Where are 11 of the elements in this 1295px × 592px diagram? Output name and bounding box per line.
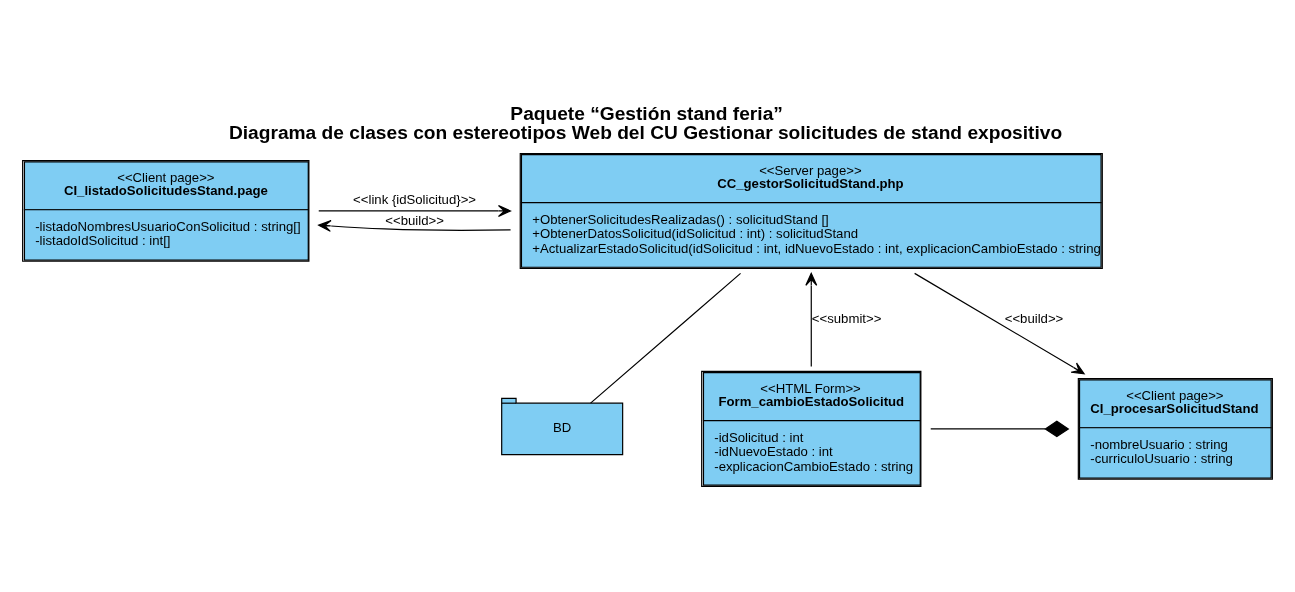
arrow <box>318 205 512 217</box>
edge-label: <<build>> <box>385 213 444 229</box>
arrow <box>914 272 1085 375</box>
diagram-title: Paquete “Gestión stand feria” <box>510 102 783 124</box>
edge-label: <<link {idSolicitud}>> <box>353 191 477 207</box>
arrow <box>805 272 818 367</box>
arrow <box>318 220 512 232</box>
edge-label: <<submit>> <box>811 311 882 327</box>
connector <box>589 272 742 404</box>
edge-label: <<build>> <box>1004 311 1064 327</box>
connector <box>930 420 1070 438</box>
